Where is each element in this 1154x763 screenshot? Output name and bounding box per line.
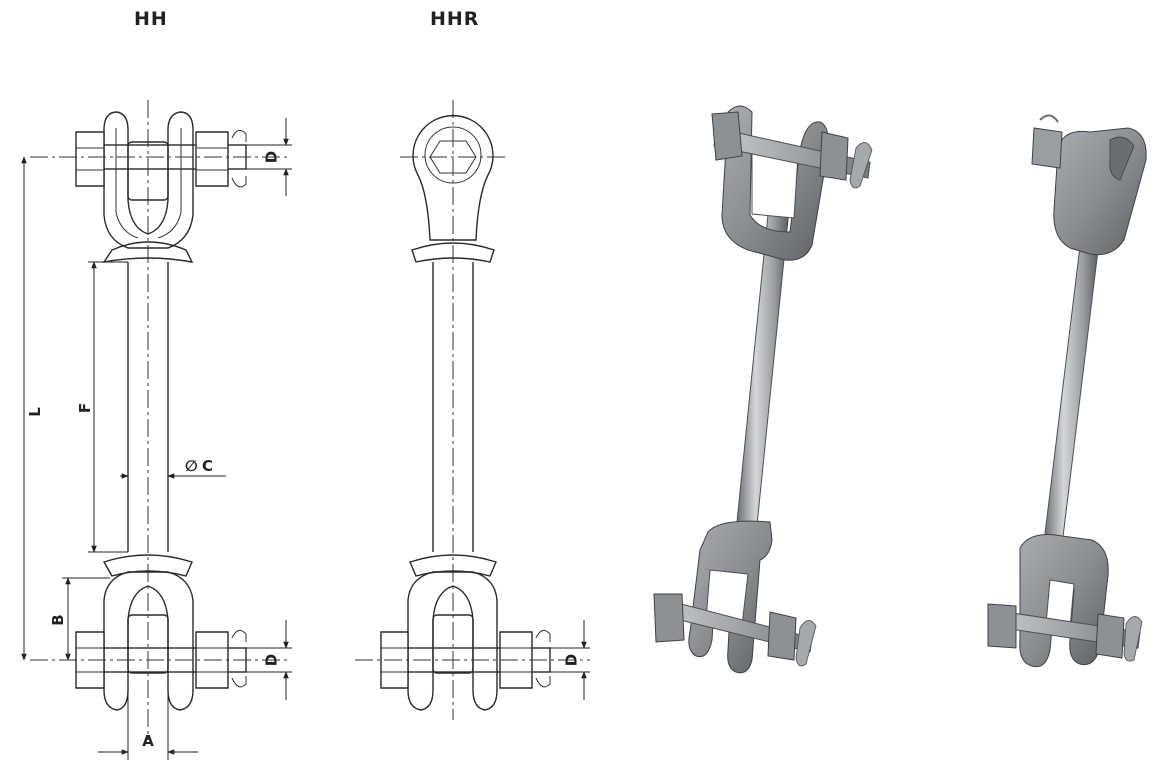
hhr-title: HHR: [430, 8, 480, 30]
hh-top-nut: [195, 131, 229, 187]
hhr-drawing: D: [355, 100, 590, 720]
hh-dim-B: B: [49, 577, 110, 661]
hh-dim-D-bottom: D: [246, 620, 292, 700]
hhr-rod: [432, 262, 474, 552]
hhr-3d-render: [987, 114, 1147, 668]
dim-label-D-top: D: [263, 151, 281, 163]
hh-top-bolt-head: [75, 131, 105, 187]
dim-label-A: A: [142, 732, 154, 750]
dim-label-D-hhr: D: [563, 654, 581, 666]
dim-label-phi: ∅: [185, 457, 198, 475]
dim-label-D-bottom: D: [263, 654, 281, 666]
hh-dim-D-top: D: [246, 118, 292, 196]
hh-title: HH: [134, 8, 168, 30]
hhr-top-eye: [411, 114, 495, 263]
hhr-dim-D: D: [550, 620, 590, 700]
hh-dim-A: A: [98, 690, 198, 760]
hh-dim-C: ∅ C: [120, 457, 226, 479]
hh-top-clevis: [75, 111, 247, 263]
dim-label-B: B: [49, 614, 67, 625]
hh-dim-L: L: [21, 156, 44, 661]
hh-drawing: L F ∅ C B A: [21, 100, 292, 760]
hh-dim-F: F: [76, 261, 128, 553]
hh-3d-render: [653, 105, 873, 674]
dim-label-L: L: [26, 407, 44, 417]
dim-label-C: C: [202, 457, 213, 475]
dim-label-F: F: [76, 403, 94, 413]
hh-rod: [127, 262, 169, 552]
hhr-bottom-clevis: [380, 554, 551, 711]
